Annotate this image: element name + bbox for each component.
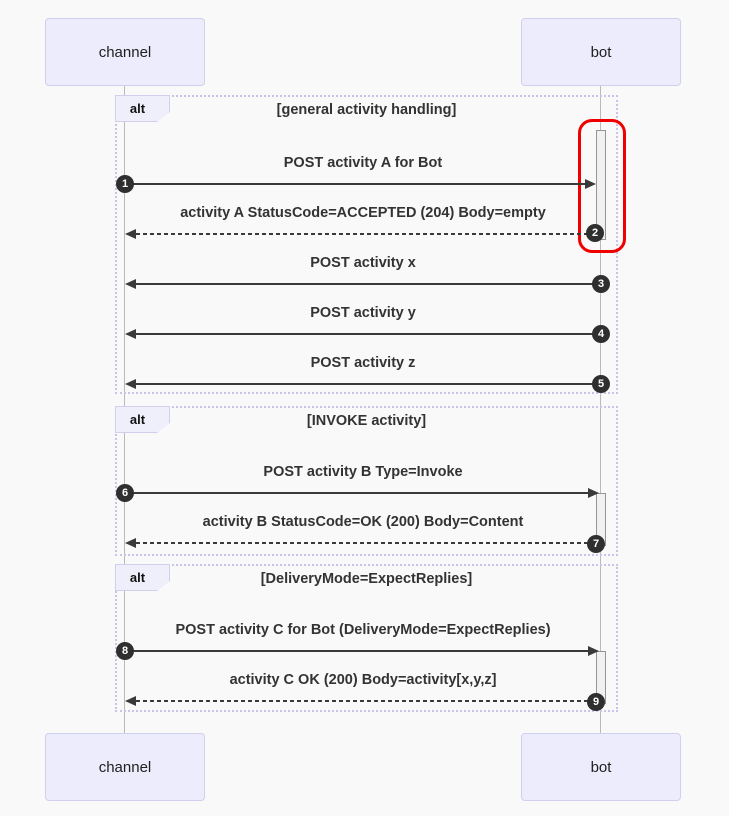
alt-operator-label: alt [115, 406, 170, 433]
message-label: activity A StatusCode=ACCEPTED (204) Bod… [180, 205, 546, 221]
sequence-number-badge: 4 [592, 325, 610, 343]
message-line [136, 383, 601, 385]
arrowhead-right-icon [585, 179, 596, 189]
highlight-rectangle [578, 119, 626, 253]
alt-fragment-invoke-activity: [INVOKE activity] alt [115, 406, 618, 556]
sequence-number-badge: 8 [116, 642, 134, 660]
message-label: POST activity z [310, 355, 416, 371]
arrowhead-left-icon [125, 229, 136, 239]
sequence-number-badge: 5 [592, 375, 610, 393]
message-line [136, 233, 595, 235]
sequence-number-badge: 2 [586, 224, 604, 242]
message-line [125, 650, 588, 652]
lifeline-bot [600, 86, 601, 733]
sequence-number-badge: 3 [592, 275, 610, 293]
sequence-number-badge: 9 [587, 693, 605, 711]
message-label: POST activity y [310, 305, 416, 321]
arrowhead-left-icon [125, 696, 136, 706]
fragment-condition: [INVOKE activity] [306, 413, 427, 429]
message-line [136, 700, 596, 702]
message-label: activity C OK (200) Body=activity[x,y,z] [229, 672, 497, 688]
sequence-number-badge: 6 [116, 484, 134, 502]
message-label: POST activity x [310, 255, 416, 271]
alt-fragment-general-activity: [general activity handling] alt [115, 95, 618, 394]
arrowhead-left-icon [125, 538, 136, 548]
fragment-condition: [general activity handling] [276, 102, 457, 118]
message-label: activity B StatusCode=OK (200) Body=Cont… [202, 514, 524, 530]
sequence-number-badge: 7 [587, 535, 605, 553]
alt-operator-label: alt [115, 95, 170, 122]
actor-channel-top: channel [45, 18, 205, 86]
fragment-condition: [DeliveryMode=ExpectReplies] [260, 571, 473, 587]
arrowhead-right-icon [588, 488, 599, 498]
arrowhead-left-icon [125, 329, 136, 339]
message-line [136, 542, 596, 544]
message-label: POST activity A for Bot [283, 155, 443, 171]
message-label: POST activity B Type=Invoke [263, 464, 463, 480]
arrowhead-left-icon [125, 379, 136, 389]
actor-channel-bottom: channel [45, 733, 205, 801]
alt-fragment-expect-replies: [DeliveryMode=ExpectReplies] alt [115, 564, 618, 712]
message-line [136, 283, 601, 285]
message-label: POST activity C for Bot (DeliveryMode=Ex… [175, 622, 551, 638]
arrowhead-left-icon [125, 279, 136, 289]
alt-operator-label: alt [115, 564, 170, 591]
actor-bot-bottom: bot [521, 733, 681, 801]
message-line [125, 183, 585, 185]
sequence-number-badge: 1 [116, 175, 134, 193]
message-line [125, 492, 588, 494]
message-line [136, 333, 601, 335]
actor-bot-top: bot [521, 18, 681, 86]
arrowhead-right-icon [588, 646, 599, 656]
